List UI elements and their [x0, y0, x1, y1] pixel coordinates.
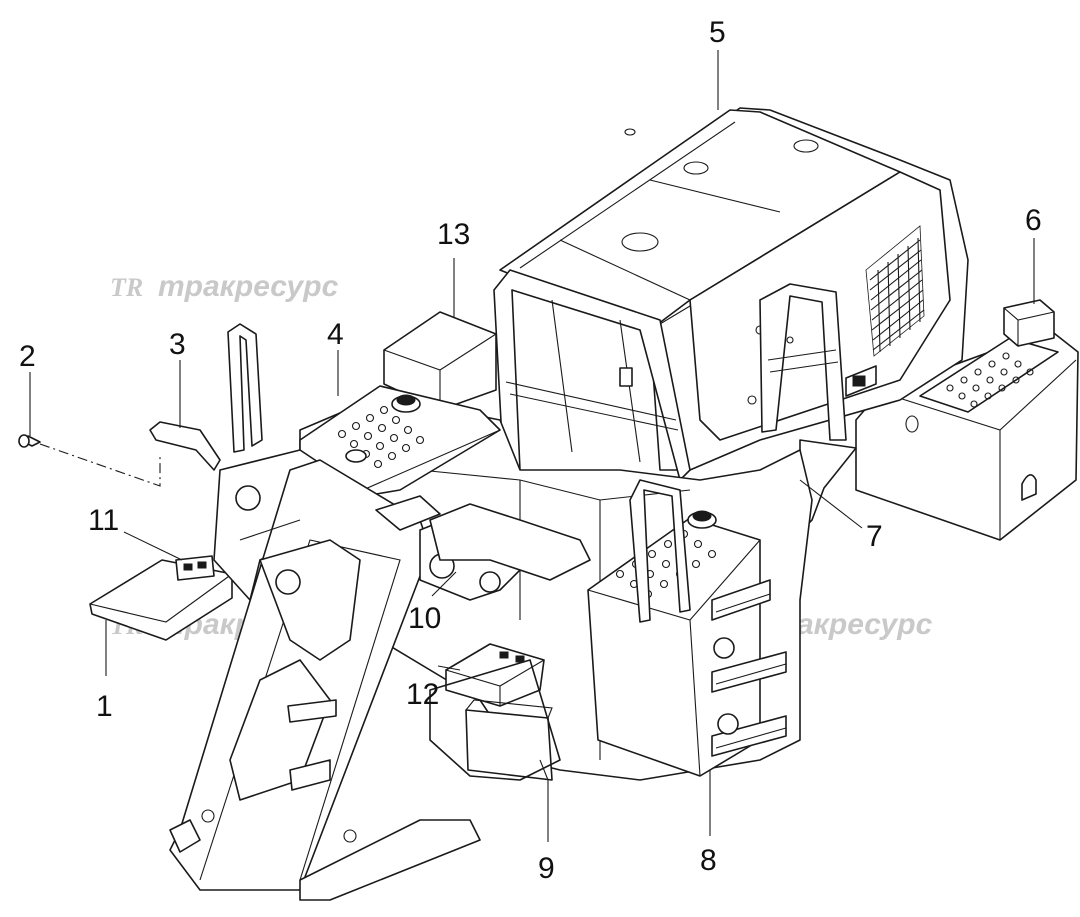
- callout-12: 12: [406, 678, 439, 711]
- part-10-bracket: [375, 495, 591, 601]
- part-2-bolt: [18, 434, 161, 487]
- leader-12: [437, 665, 461, 671]
- part-8-battery-box: [587, 479, 787, 777]
- watermark-text: тракресурс: [158, 270, 339, 303]
- leader-7: [799, 479, 863, 529]
- grille-dots: [869, 237, 925, 353]
- callout-1: 1: [96, 690, 113, 723]
- part-13-block: [383, 311, 497, 411]
- front-loader-frame: [169, 449, 481, 901]
- part-5-cab-hood: [499, 107, 969, 471]
- part-4-left-tank: [299, 385, 501, 501]
- part-6-right-tank: [855, 299, 1079, 541]
- watermark-logo: TR: [110, 273, 143, 302]
- leader-9: [539, 759, 549, 842]
- callout-6: 6: [1025, 204, 1042, 237]
- part-1-left-step: [89, 555, 233, 641]
- callout-13: 13: [437, 218, 470, 251]
- leader-11: [123, 531, 183, 561]
- part-7-handrail: [759, 283, 857, 529]
- callout-4: 4: [327, 318, 344, 351]
- callout-7: 7: [866, 520, 883, 553]
- callout-5: 5: [709, 16, 726, 49]
- callout-11: 11: [88, 504, 119, 537]
- callout-10: 10: [408, 602, 441, 635]
- leader-10: [431, 571, 457, 597]
- tank-6-holes: [946, 352, 1034, 408]
- callout-2: 2: [19, 340, 36, 373]
- leader-lines: [29, 50, 1035, 842]
- callout-8: 8: [700, 844, 717, 877]
- part-9-mudflap: [429, 659, 561, 781]
- part-3-left-handrail: [149, 323, 263, 471]
- callout-9: 9: [538, 852, 555, 885]
- watermark-1: TR тракресурс: [110, 270, 339, 303]
- callout-3: 3: [169, 328, 186, 361]
- callouts: 5 13 4 3 2 6 7 8 9 10 11 12 1: [19, 16, 1042, 885]
